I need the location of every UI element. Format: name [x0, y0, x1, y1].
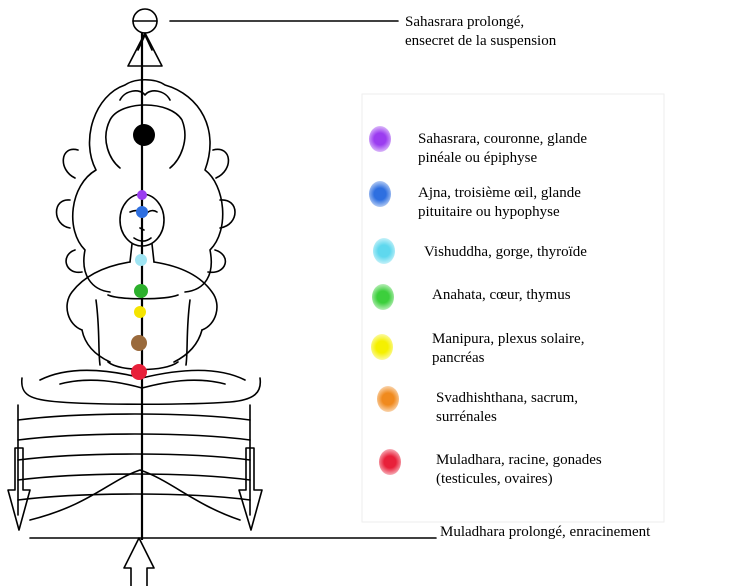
- legend-label: Manipura, plexus solaire, pancréas: [432, 330, 584, 368]
- body-chakra-vishuddha: [135, 254, 147, 266]
- legend-label: Vishuddha, gorge, thyroïde: [424, 243, 587, 262]
- svadhishthana-dot-icon: [377, 386, 399, 412]
- up-arrow-icon: [124, 538, 154, 586]
- seat-cushions: [18, 405, 250, 520]
- top-label: Sahasrara prolongé, ensecret de la suspe…: [405, 13, 556, 51]
- body-chakra-anahata: [134, 284, 148, 298]
- legend-label: Svadhishthana, sacrum, surrénales: [436, 389, 578, 427]
- naga-hood-outline: [73, 80, 223, 292]
- body-chakra-muladhara: [131, 364, 147, 380]
- crown-triangle-icon: [128, 33, 162, 66]
- legend-label: Sahasrara, couronne, glande pinéale ou é…: [418, 130, 587, 168]
- sahasrara-dot-icon: [369, 126, 391, 152]
- vishuddha-dot-icon: [373, 238, 395, 264]
- crown-black-dot: [133, 124, 155, 146]
- body-chakra-manipura: [134, 306, 146, 318]
- body-chakra-sahasrara: [137, 190, 147, 200]
- body-chakra-svadhishthana: [131, 335, 147, 351]
- body-chakra-ajna: [136, 206, 148, 218]
- manipura-dot-icon: [371, 334, 393, 360]
- ajna-dot-icon: [369, 181, 391, 207]
- legend-label: Anahata, cœur, thymus: [432, 286, 571, 305]
- muladhara-dot-icon: [379, 449, 401, 475]
- bottom-label: Muladhara prolongé, enracinement: [440, 523, 650, 542]
- legend-label: Ajna, troisième œil, glande pituitaire o…: [418, 184, 581, 222]
- legend-label: Muladhara, racine, gonades (testicules, …: [436, 451, 602, 489]
- anahata-dot-icon: [372, 284, 394, 310]
